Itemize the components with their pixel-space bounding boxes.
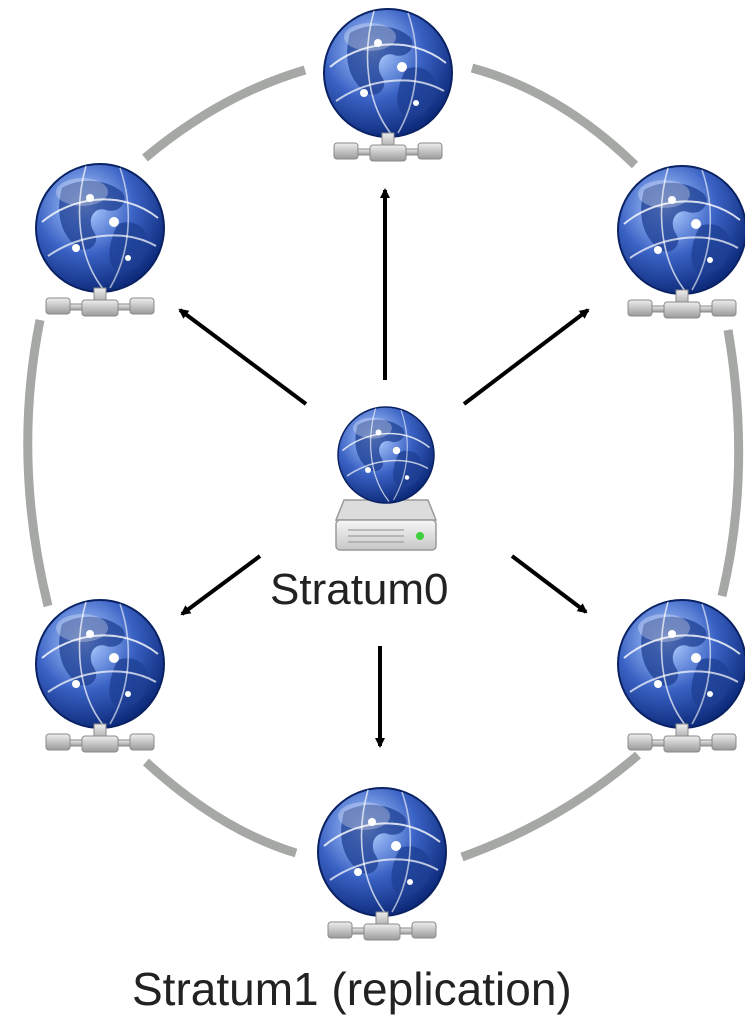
replica-node-upper-left bbox=[35, 163, 165, 317]
replication-ring bbox=[23, 63, 744, 862]
network-globe-icon bbox=[35, 599, 165, 729]
arrow-to-lower-right bbox=[510, 554, 588, 614]
replica-node-bottom bbox=[317, 787, 447, 941]
arrow-to-upper-right bbox=[462, 308, 590, 406]
globe-icon bbox=[337, 406, 435, 504]
network-connector-icon bbox=[333, 132, 443, 162]
network-connector-icon bbox=[45, 723, 155, 753]
network-connector-icon bbox=[627, 723, 737, 753]
ring-segment-bottom-left bbox=[142, 758, 298, 858]
network-connector-icon bbox=[327, 911, 437, 941]
network-globe-icon bbox=[617, 165, 745, 295]
network-globe-icon bbox=[35, 163, 165, 293]
replica-node-upper-right bbox=[617, 165, 745, 319]
replication-arrows bbox=[178, 188, 590, 748]
network-globe-icon bbox=[317, 787, 447, 917]
server-drive-icon bbox=[334, 499, 438, 551]
ring-segment-right bbox=[717, 329, 744, 598]
network-globe-icon bbox=[323, 8, 453, 138]
ring-segment-bottom-right bbox=[460, 751, 641, 862]
network-connector-icon bbox=[45, 287, 155, 317]
stratum1-label: Stratum1 (replication) bbox=[132, 963, 572, 1015]
ring-segment-left bbox=[23, 319, 53, 608]
replica-node-lower-left bbox=[35, 599, 165, 753]
status-led-icon bbox=[416, 532, 424, 540]
replica-node-top bbox=[323, 8, 453, 162]
arrow-to-lower-left bbox=[180, 554, 262, 616]
arrow-to-upper-left bbox=[178, 308, 308, 406]
ring-segment-top-left bbox=[142, 65, 307, 162]
stratum0-label: Stratum0 bbox=[270, 565, 449, 614]
ring-segment-top-right bbox=[470, 63, 639, 169]
network-globe-icon bbox=[617, 599, 745, 729]
network-connector-icon bbox=[627, 289, 737, 319]
replica-node-lower-right bbox=[617, 599, 745, 753]
stratum0-server bbox=[334, 406, 438, 551]
